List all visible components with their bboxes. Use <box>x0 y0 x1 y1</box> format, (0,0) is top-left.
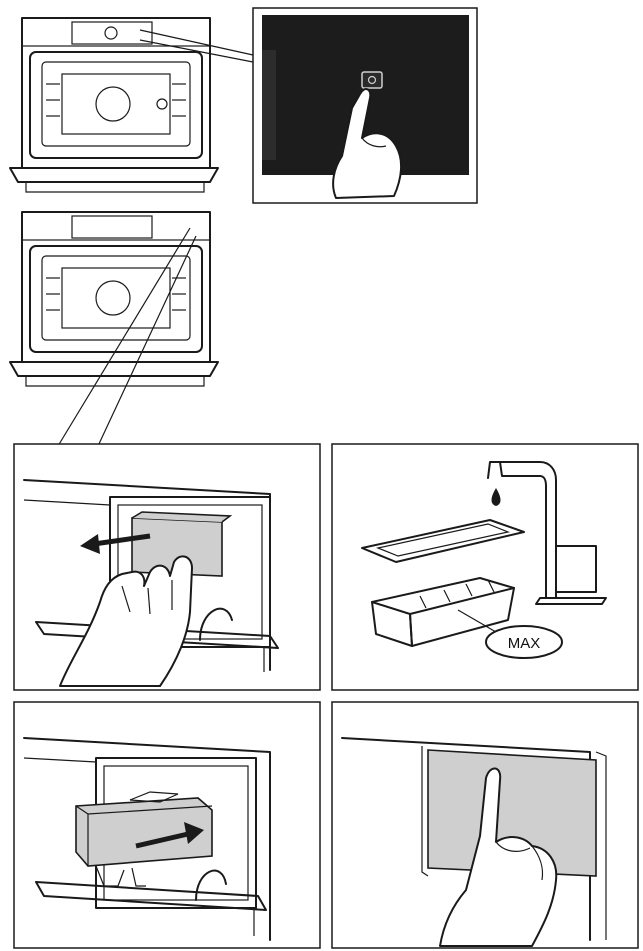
power-button-icon <box>361 71 383 89</box>
pull-arrow <box>80 533 151 554</box>
callout-line <box>57 227 191 447</box>
push-arrow <box>135 822 204 849</box>
pointing-hand <box>439 767 558 947</box>
remove-tank-panel <box>13 443 321 691</box>
callout-line <box>139 39 254 63</box>
max-callout <box>485 625 563 659</box>
control-panel-closeup <box>252 7 478 204</box>
fill-tank-panel: MAX <box>331 443 639 691</box>
gripping-hand <box>59 555 193 687</box>
open-water-tank <box>371 577 515 647</box>
water-tank <box>75 791 213 867</box>
water-drop <box>491 488 501 506</box>
close-flap-panel <box>331 701 639 949</box>
faucet <box>487 461 607 605</box>
oven-illustration-step-2 <box>9 211 219 387</box>
callout-line <box>97 235 197 447</box>
water-tank <box>131 517 223 577</box>
oven-illustration-step-1 <box>9 17 219 193</box>
callout-line <box>139 29 254 56</box>
closed-flap <box>427 749 597 877</box>
max-fill-label: MAX <box>508 635 541 652</box>
tank-lid <box>361 519 525 563</box>
insert-tank-panel <box>13 701 321 949</box>
